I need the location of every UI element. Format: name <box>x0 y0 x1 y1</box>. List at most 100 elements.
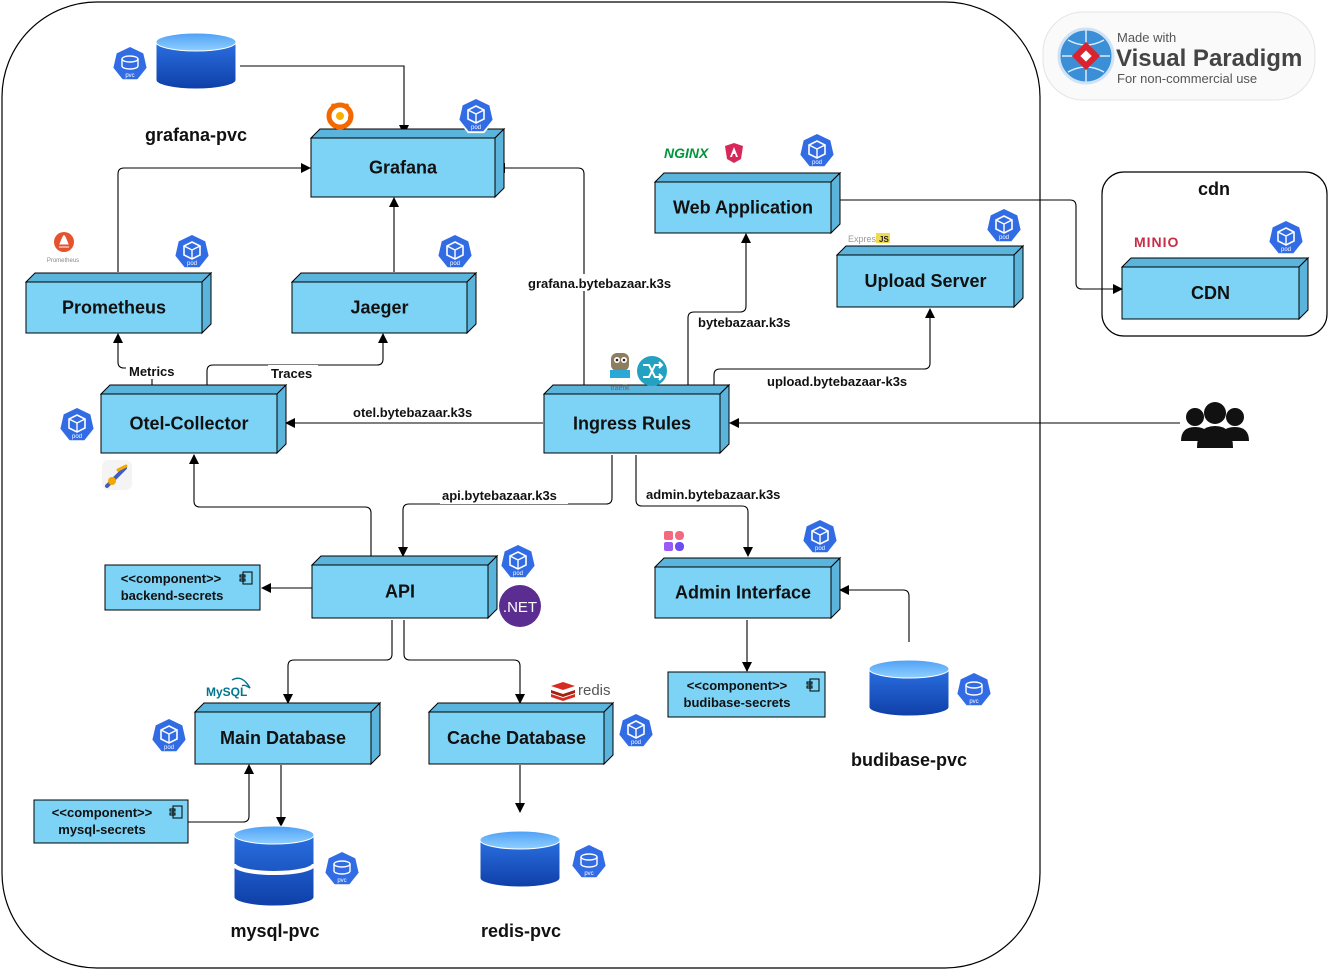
badge-label: pvc <box>337 878 346 884</box>
component-stereotype: <<component>> <box>52 805 153 820</box>
badge-label: pod <box>999 235 1009 241</box>
node-label-jaeger: Jaeger <box>350 298 408 318</box>
nginx-logo-icon: NGINX <box>664 145 710 161</box>
storage-label-redis-pvc: redis-pvc <box>481 921 561 941</box>
node-label-cdn: CDN <box>1191 283 1230 303</box>
opentelemetry-logo-icon <box>102 460 132 490</box>
pod-badge-prometheus-icon: pod <box>173 233 211 270</box>
component-icon <box>169 805 183 819</box>
edge-label-admin-host: admin.bytebazaar.k3s <box>646 487 780 502</box>
badge-label: pod <box>471 125 481 131</box>
edge-ingress-webapp <box>687 233 751 393</box>
pvc-badge-grafana-icon: pvc <box>111 45 149 82</box>
pod-badge-jaeger-icon: pod <box>436 233 474 270</box>
edge-otel-jaeger <box>206 333 388 393</box>
node-prometheus[interactable]: Prometheus <box>24 271 213 335</box>
prometheus-logo-icon: Prometheus <box>47 232 79 264</box>
component-backend-label: backend-secrets <box>121 588 224 603</box>
budibase-logo-icon <box>664 531 684 551</box>
node-grafana[interactable]: Grafana <box>309 127 506 199</box>
node-admin[interactable]: Admin Interface <box>653 556 842 620</box>
edges <box>113 65 1180 827</box>
edge-label-otel-host: otel.bytebazaar.k3s <box>353 405 472 420</box>
node-cdn[interactable]: CDN <box>1120 256 1310 321</box>
edge-grafana-pvc-grafana <box>240 65 409 135</box>
badge-label: pod <box>631 740 641 746</box>
node-cache-db[interactable]: Cache Database <box>427 701 615 766</box>
pod-badge-cdn-icon: pod <box>1267 219 1305 256</box>
visual-paradigm-watermark: Made with Visual Paradigm For non-commer… <box>1042 11 1316 101</box>
badge-label: pod <box>812 160 822 166</box>
node-label-grafana: Grafana <box>369 158 438 178</box>
pod-badge-admin-icon: pod <box>801 518 839 555</box>
cdn-group: cdn <box>1101 171 1328 337</box>
angular-logo-icon <box>725 143 743 163</box>
watermark-note: For non-commercial use <box>1117 71 1257 86</box>
cluster-boundary <box>1 1 1041 969</box>
traefik-logo-icon: traefik <box>610 353 630 392</box>
traefik-logo-text: traefik <box>610 385 630 392</box>
badge-label: pod <box>513 571 523 577</box>
badge-label: pod <box>72 434 82 440</box>
node-api[interactable]: API <box>310 554 499 620</box>
pod-badge-webapp-icon: pod <box>798 132 836 169</box>
traefik-mesh-icon <box>637 356 667 386</box>
badge-label: pod <box>1281 247 1291 253</box>
component-icon <box>806 678 820 692</box>
node-label-main-db: Main Database <box>220 728 346 748</box>
node-label-upload: Upload Server <box>864 271 986 291</box>
edge-label-grafana-host: grafana.bytebazaar.k3s <box>528 276 671 291</box>
edge-prometheus-grafana <box>117 163 311 272</box>
badge-label: pvc <box>125 73 134 79</box>
badge-label: pvc <box>969 699 978 705</box>
edge-label-upload-host: upload.bytebazaar-k3s <box>767 374 907 389</box>
component-stereotype: <<component>> <box>687 678 788 693</box>
node-label-cache-db: Cache Database <box>447 728 586 748</box>
edge-ingress-admin <box>635 455 753 557</box>
express-logo-icon: Express JS <box>848 233 890 244</box>
node-jaeger[interactable]: Jaeger <box>290 271 478 335</box>
pvc-badge-mysql-icon: pvc <box>323 850 361 887</box>
node-label-api: API <box>385 582 415 602</box>
grafana-pvc-cylinder <box>155 32 237 90</box>
badge-label: pod <box>187 261 197 267</box>
storage-label-grafana-pvc: grafana-pvc <box>145 125 247 145</box>
express-js-text: JS <box>879 235 889 244</box>
pod-badge-api-icon: pod <box>499 543 537 580</box>
mysql-logo-icon: MySQL <box>206 677 251 699</box>
node-main-db[interactable]: Main Database <box>193 701 382 766</box>
cdn-group-label: cdn <box>1198 179 1230 199</box>
redis-logo-text: redis <box>578 682 611 699</box>
badge-label: pvc <box>584 871 593 877</box>
edge-ingress-grafana <box>495 163 585 393</box>
redis-logo-icon: redis <box>551 682 611 701</box>
node-ingress[interactable]: Ingress Rules <box>542 383 731 455</box>
node-web-app[interactable]: Web Application <box>653 171 842 235</box>
badge-label: pod <box>450 261 460 267</box>
edge-budibase-pvc-admin <box>839 585 910 642</box>
node-upload[interactable]: Upload Server <box>835 244 1025 309</box>
edge-label-web-host: bytebazaar.k3s <box>698 315 791 330</box>
node-otel[interactable]: Otel-Collector <box>99 383 288 455</box>
component-mysql-secrets[interactable]: <<component>> mysql-secrets <box>33 799 189 844</box>
edge-otel-prometheus <box>113 333 153 393</box>
pod-badge-otel-icon: pod <box>58 406 96 443</box>
edge-webapp-cdn <box>840 199 1123 294</box>
component-icon <box>239 571 253 585</box>
storage-label-mysql-pvc: mysql-pvc <box>230 921 319 941</box>
edge-labels: Metrics Traces grafana.bytebazaar.k3s by… <box>126 274 907 504</box>
mysql-pvc-cylinder <box>232 825 316 907</box>
mysql-logo-text: MySQL <box>206 685 247 699</box>
node-label-admin: Admin Interface <box>675 583 811 603</box>
component-budibase-secrets[interactable]: <<component>> budibase-secrets <box>667 671 826 718</box>
edge-api-cachedb <box>403 620 525 704</box>
edge-label-metrics: Metrics <box>129 364 175 379</box>
component-stereotype: <<component>> <box>121 571 222 586</box>
edge-ingress-api <box>398 455 613 557</box>
node-label-ingress: Ingress Rules <box>573 414 691 434</box>
pod-badge-upload-icon: pod <box>985 207 1023 244</box>
pvc-badge-budibase-icon: pvc <box>955 671 993 708</box>
component-backend-secrets[interactable]: <<component>> backend-secrets <box>104 564 261 611</box>
